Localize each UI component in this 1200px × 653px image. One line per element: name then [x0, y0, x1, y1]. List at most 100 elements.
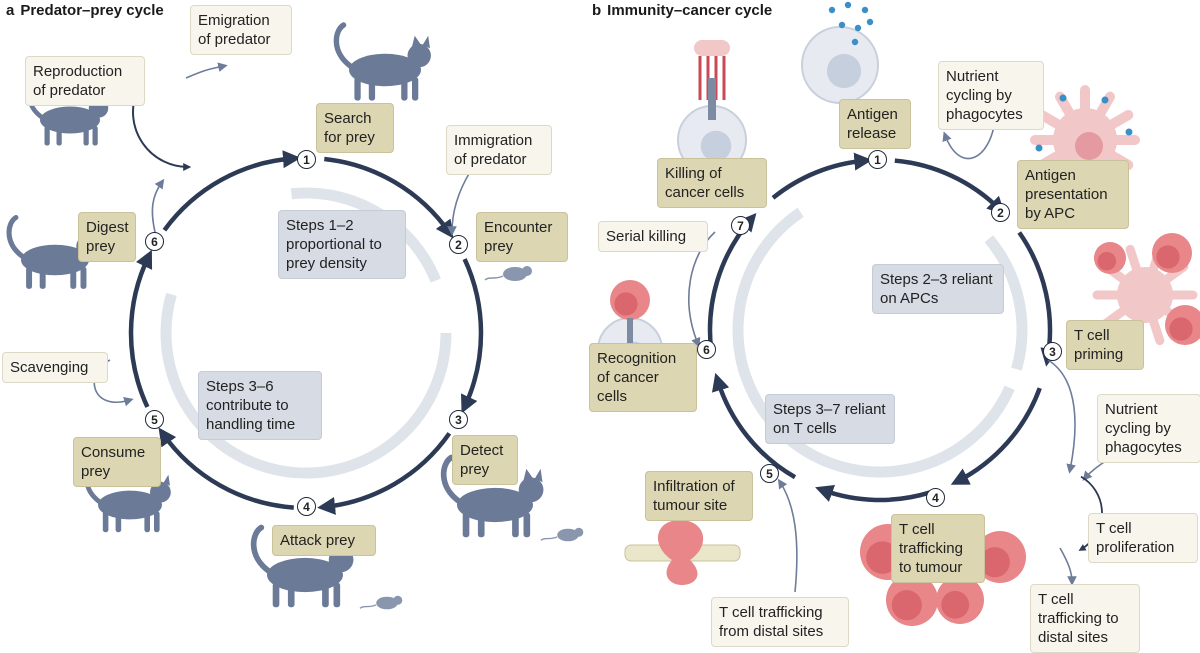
- cat-leg: [412, 77, 419, 101]
- antigen-icon: [854, 24, 862, 32]
- inner-arc-steps-3-6: [160, 292, 452, 479]
- label-encounter-prey: Encounter prey: [476, 212, 568, 262]
- cat-leg: [39, 266, 46, 289]
- cycle-a-arrow: [162, 150, 301, 232]
- label-t-cell-trafficking-from-distal: T cell trafficking from distal sites: [711, 597, 849, 647]
- label-t-cell-trafficking-tumour: T cell trafficking to tumour: [891, 514, 985, 583]
- cat-leg: [102, 511, 109, 533]
- cell-core: [866, 541, 899, 574]
- cat-searching-icon: [333, 22, 431, 101]
- antigen-icon: [1125, 128, 1133, 136]
- cat-leg: [272, 582, 280, 608]
- emigration-arrow: [185, 62, 228, 79]
- label-nutrient-top: Nutrient cycling by phagocytes: [938, 61, 1044, 130]
- panel-a-title-text: Predator–prey cycle: [20, 2, 164, 19]
- t-cell-icon: [1094, 242, 1126, 274]
- mouse-head: [574, 527, 584, 537]
- cat-leg: [115, 511, 122, 533]
- label-reproduction: Reproduction of predator: [25, 56, 145, 106]
- label-steps-2-3: Steps 2–3 reliant on APCs: [872, 264, 1004, 314]
- cat-leg: [70, 266, 77, 289]
- cat-leg: [477, 512, 485, 538]
- mouse-encounter-icon: [484, 266, 532, 281]
- cat-ears: [412, 35, 430, 49]
- cat-leg: [333, 582, 341, 608]
- mouse-body: [503, 267, 527, 281]
- cell-core: [1156, 245, 1180, 269]
- cycle-a-arrow: [128, 249, 153, 408]
- step-a-1: 1: [297, 150, 316, 169]
- cell-nucleus: [700, 130, 732, 162]
- cell-core: [941, 590, 970, 619]
- label-immigration: Immigration of predator: [446, 125, 552, 175]
- cat-leg: [80, 266, 87, 289]
- cat-tail: [250, 524, 272, 575]
- cell-core: [1169, 317, 1193, 341]
- antigen-icon: [1059, 94, 1067, 102]
- antigen-icon: [828, 6, 836, 14]
- cat-leg: [154, 511, 160, 533]
- step-a-3: 3: [449, 410, 468, 429]
- priming-to-proliferation-arrow: [1047, 359, 1076, 474]
- label-scavenging: Scavenging: [2, 352, 108, 383]
- antigen-icon: [838, 21, 846, 29]
- cat-leg: [83, 126, 89, 146]
- cat-attacking-icon: [250, 524, 354, 608]
- antigen-icon: [1035, 144, 1043, 152]
- cat-tail: [440, 454, 462, 505]
- apc-body: [1117, 267, 1173, 323]
- mouse-detect-icon: [540, 527, 584, 542]
- label-attack-prey: Attack prey: [272, 525, 376, 556]
- cat-leg: [322, 582, 329, 608]
- t-cell-icon: [974, 531, 1026, 583]
- cat-leg: [401, 77, 408, 101]
- mouse-body: [376, 596, 398, 610]
- cell-core: [979, 547, 1010, 578]
- label-digest-prey: Digest prey: [78, 212, 136, 262]
- label-antigen-release: Antigen release: [839, 99, 911, 149]
- reproduction-loop: [132, 92, 192, 171]
- cat-leg: [56, 126, 62, 146]
- step-b-6: 6: [697, 340, 716, 359]
- immigration-arrow: [447, 171, 471, 236]
- proliferation-to-distal-arrow: [1059, 547, 1077, 586]
- distal-to-infiltration-arrow: [777, 478, 798, 593]
- mouse-tail: [359, 604, 377, 609]
- cat-tail: [333, 22, 354, 70]
- step-b-2: 2: [991, 203, 1010, 222]
- inner-arc-steps-2-3: [984, 235, 1028, 371]
- infiltrating-t-cell-icon: [658, 520, 704, 585]
- nutrient-top-loop: [942, 119, 996, 160]
- cat-leg: [512, 512, 519, 538]
- digest-to-reproduction-arrow: [151, 178, 165, 233]
- cell-core: [1097, 251, 1117, 271]
- label-steps-1-2: Steps 1–2 proportional to prey density: [278, 210, 406, 279]
- antigen-icon: [861, 6, 869, 14]
- cat-tail: [6, 214, 26, 260]
- step-a-6: 6: [145, 232, 164, 251]
- cat-ears: [523, 468, 543, 483]
- cycle-b-arrow: [771, 152, 873, 200]
- label-t-cell-priming: T cell priming: [1066, 320, 1144, 370]
- cycle-a-arrow: [461, 258, 484, 414]
- label-consume-prey: Consume prey: [73, 437, 161, 487]
- step-b-1: 1: [868, 150, 887, 169]
- label-nutrient-right: Nutrient cycling by phagocytes: [1097, 394, 1200, 463]
- antigen-icon: [1101, 96, 1109, 104]
- cell-core: [614, 292, 638, 316]
- cat-leg: [92, 126, 98, 146]
- mouse-body: [557, 528, 579, 542]
- step-a-4: 4: [297, 497, 316, 516]
- mouse-head: [522, 266, 532, 276]
- t-cell-icon: [1165, 305, 1200, 345]
- cat-leg: [368, 77, 376, 101]
- label-serial-killing: Serial killing: [598, 221, 708, 252]
- label-t-cell-trafficking-to-distal: T cell trafficking to distal sites: [1030, 584, 1140, 653]
- cat-leg: [462, 512, 470, 538]
- label-search-prey: Search for prey: [316, 103, 394, 153]
- antigen-icon: [866, 18, 874, 26]
